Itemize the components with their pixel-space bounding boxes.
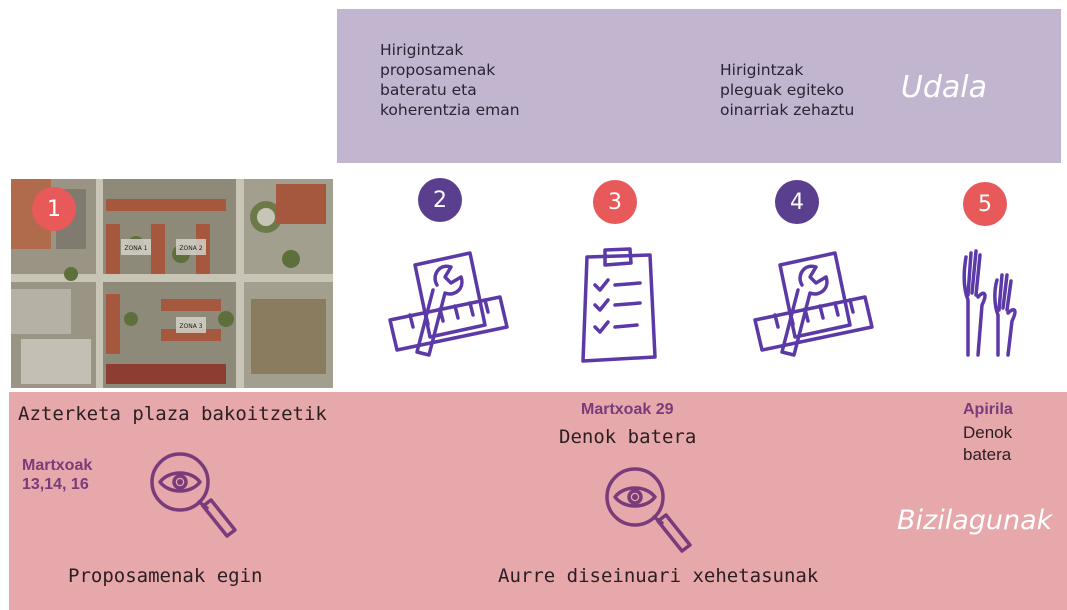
azterketa-title: Azterketa plaza bakoitzetik bbox=[18, 403, 327, 425]
step-2-circle: 2 bbox=[418, 178, 462, 222]
martxoak-29-label: Martxoak 29 bbox=[581, 401, 674, 418]
apirila-text: Denok batera bbox=[963, 422, 1012, 466]
magnifier-eye-icon bbox=[150, 452, 237, 538]
udala-text-left: Hirigintzak proposamenak bateratu eta ko… bbox=[380, 41, 520, 119]
apirila-text-line-2: batera bbox=[963, 445, 1012, 464]
wrench-ruler-icon bbox=[388, 251, 509, 357]
apirila-text-line-1: Denok bbox=[963, 423, 1013, 442]
zone-3-label: ZONA 3 bbox=[179, 323, 202, 330]
denok-batera-label: Denok batera bbox=[559, 426, 697, 448]
bizilagunak-label: Bizilagunak bbox=[897, 505, 1053, 536]
zone-1-label: ZONA 1 bbox=[124, 245, 147, 252]
apirila-label: Apirila bbox=[963, 401, 1013, 418]
udala-label: Udala bbox=[900, 70, 987, 105]
bizilagunak-band bbox=[9, 392, 1067, 610]
martxoak-dates: Martxoak 13,14, 16 bbox=[22, 457, 93, 493]
step-3-circle: 3 bbox=[593, 180, 637, 224]
udala-text-right: Hirigintzak pleguak egiteko oinarriak ze… bbox=[720, 61, 855, 119]
wrench-ruler-icon-2 bbox=[753, 251, 874, 357]
aurre-diseinuari-label: Aurre diseinuari xehetasunak bbox=[498, 565, 819, 587]
clipboard-checklist-icon bbox=[581, 247, 657, 363]
step-4-circle: 4 bbox=[775, 180, 819, 224]
step-1-circle: 1 bbox=[32, 187, 76, 231]
step-5-circle: 5 bbox=[963, 182, 1007, 226]
zone-2-label: ZONA 2 bbox=[179, 245, 202, 252]
udala-band bbox=[337, 9, 1061, 163]
raised-hands-icon bbox=[962, 249, 1017, 357]
magnifier-eye-icon-2 bbox=[605, 467, 692, 553]
proposamenak-label: Proposamenak egin bbox=[68, 565, 263, 587]
